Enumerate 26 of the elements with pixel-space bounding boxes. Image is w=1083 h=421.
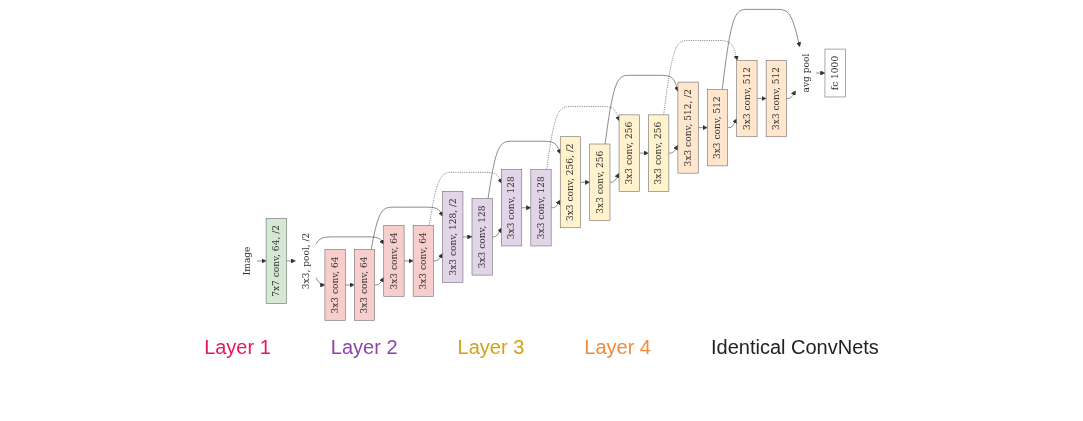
node-box: 3x3 conv, 512, /2 — [678, 82, 700, 174]
node-box: 3x3 conv, 256 — [619, 114, 641, 192]
node-box: 3x3 conv, 64 — [383, 225, 405, 297]
layer-label: Layer 1 — [204, 336, 271, 359]
node-text: Image — [241, 246, 253, 276]
node-box: 3x3 conv, 512 — [736, 60, 758, 138]
layer-label: Layer 3 — [457, 336, 525, 359]
node-box: 3x3 conv, 128 — [501, 169, 523, 247]
node-box: 3x3 conv, 256 — [589, 143, 611, 221]
node-box: 3x3 conv, 128 — [531, 169, 552, 247]
node-box: 3x3 conv, 64 — [325, 249, 347, 321]
node-box: 3x3 conv, 256 — [648, 114, 670, 192]
node-text: avg pool — [800, 53, 812, 93]
node-box: 3x3 conv, 256, /2 — [560, 136, 582, 229]
node-box: 3x3 conv, 64 — [354, 249, 376, 321]
node-box: 3x3 conv, 128, /2 — [442, 191, 464, 283]
node-box: 3x3 conv, 512 — [707, 89, 729, 167]
layer-label: Layer 4 — [584, 336, 651, 359]
node-box: fc 1000 — [825, 48, 847, 98]
node-box: 3x3 conv, 512 — [766, 60, 788, 138]
node-box: 3x3 conv, 128 — [472, 198, 494, 276]
node-text: 3x3, pool, /2 — [300, 232, 312, 290]
node-box: 3x3 conv, 64 — [413, 225, 435, 297]
layer-label: Identical ConvNets — [711, 336, 879, 359]
layer-label: Layer 2 — [330, 336, 398, 359]
node-box: 7x7 conv, 64, /2 — [266, 218, 288, 304]
